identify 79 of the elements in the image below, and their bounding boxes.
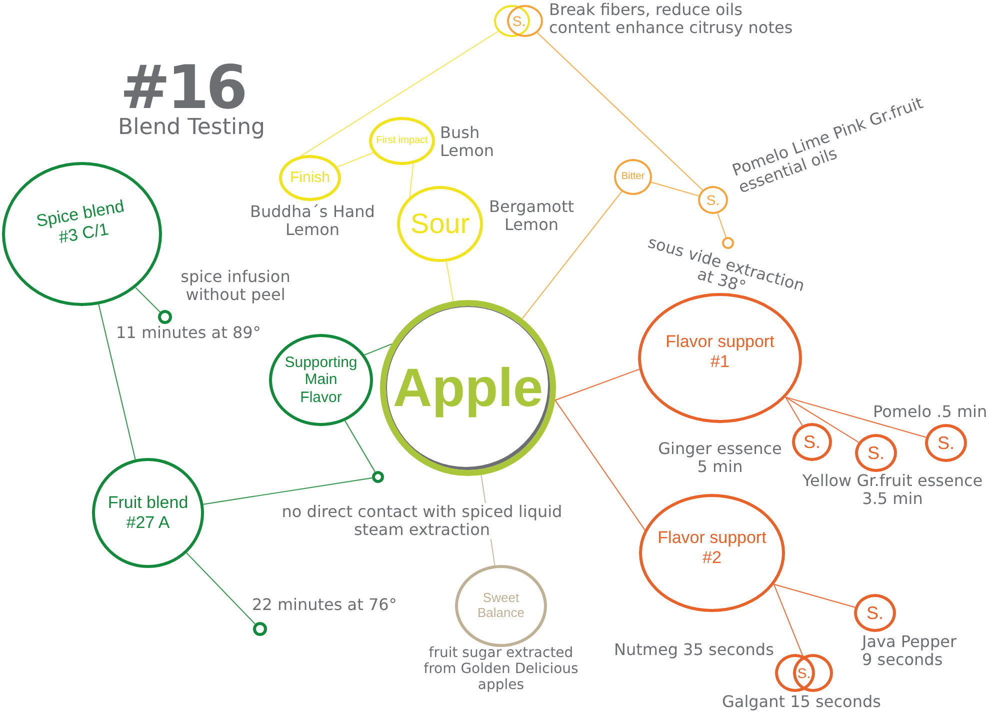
circle-node	[792, 423, 832, 461]
circle-node	[507, 5, 543, 37]
annotation-text: Nutmeg 35 seconds	[614, 641, 774, 659]
node-label: Spice blend #3 C/1	[34, 196, 127, 250]
connector-line	[337, 152, 374, 168]
subtitle-text: Blend Testing	[118, 116, 265, 140]
node-label: Sweet Balance	[478, 591, 524, 621]
circle-node	[793, 654, 833, 692]
circle-node	[698, 186, 728, 214]
connector-line	[785, 396, 803, 426]
connector-line	[135, 287, 160, 312]
node-label: Sour	[410, 208, 470, 240]
circle-node	[854, 594, 896, 632]
node-label: Apple	[392, 356, 543, 420]
node-label: S.	[706, 192, 720, 208]
annotation-text: Break fibers, reduce oils content enhance citrusy notes	[549, 1, 794, 37]
annotation-text: Bergamott Lemon	[488, 198, 575, 234]
connector-line	[98, 304, 136, 460]
annotation-text: fruit sugar extracted from Golden Delicious apples	[422, 645, 580, 693]
annotation-text: Buddha´s Hand Lemon	[250, 203, 375, 239]
annotation-text: Yellow Gr.fruit essence 3.5 min	[801, 472, 984, 508]
annotation-text: 11 minutes at 89°	[116, 324, 261, 342]
connector-line	[364, 343, 392, 356]
connector-line	[717, 213, 727, 238]
empty-circle	[775, 654, 815, 692]
annotation-text: Ginger essence 5 min	[657, 440, 783, 476]
node-label: Finish	[290, 169, 330, 187]
annotation-text: Java Pepper 9 seconds	[862, 633, 958, 669]
circle-node	[397, 186, 483, 262]
circle-node	[269, 334, 373, 426]
circle-node	[455, 565, 547, 647]
node-label: First impact	[376, 135, 428, 147]
node-label: Bitter	[621, 171, 645, 183]
connector-line	[785, 396, 926, 438]
endpoint-ring	[722, 237, 734, 249]
connector-line	[554, 368, 640, 401]
endpoint-ring	[253, 622, 267, 636]
connector-line	[203, 477, 372, 505]
connector-line	[651, 182, 699, 196]
connector-line	[785, 396, 859, 443]
connector-line	[536, 32, 703, 190]
circle-node	[92, 458, 204, 568]
connector-line	[344, 420, 376, 472]
title-text: #16	[120, 58, 245, 118]
connector-line	[773, 584, 804, 657]
node-label: Flavor support #2	[656, 528, 768, 568]
connector-line	[774, 584, 856, 608]
circle-node	[614, 159, 652, 195]
node-label: S.	[866, 602, 884, 624]
circle-node	[639, 494, 785, 612]
node-label: S.	[937, 432, 954, 454]
node-label: S.	[867, 442, 884, 464]
connector-line	[522, 191, 622, 320]
connector-line	[186, 552, 256, 624]
node-label: S.	[512, 12, 526, 30]
connector-line	[554, 400, 646, 530]
annotation-text: spice infusion without peel	[180, 268, 292, 304]
connector-line	[300, 30, 498, 156]
node-label: Fruit blend #27 A	[106, 493, 190, 533]
circle-node	[925, 424, 967, 462]
empty-circle	[494, 5, 530, 37]
connector-line	[409, 164, 414, 198]
endpoint-ring	[372, 471, 384, 483]
circle-node	[638, 293, 802, 423]
circle-node	[855, 434, 897, 472]
node-label: S.	[797, 664, 811, 682]
node-label: S.	[803, 432, 820, 452]
annotation-text: Bush Lemon	[440, 124, 495, 160]
endpoint-ring	[158, 310, 172, 324]
connector-line	[446, 262, 454, 302]
annotation-text: Galgant 15 seconds	[722, 693, 881, 711]
annotation-text: 22 minutes at 76°	[252, 596, 397, 614]
circle-node	[279, 155, 341, 201]
node-label: Flavor support #1	[664, 332, 776, 372]
circle-node	[369, 117, 435, 165]
node-label: Supporting Main Flavor	[284, 354, 358, 406]
annotation-text: Pomelo .5 min	[873, 403, 988, 421]
circle-node	[2, 162, 162, 306]
main-circle	[380, 300, 556, 476]
